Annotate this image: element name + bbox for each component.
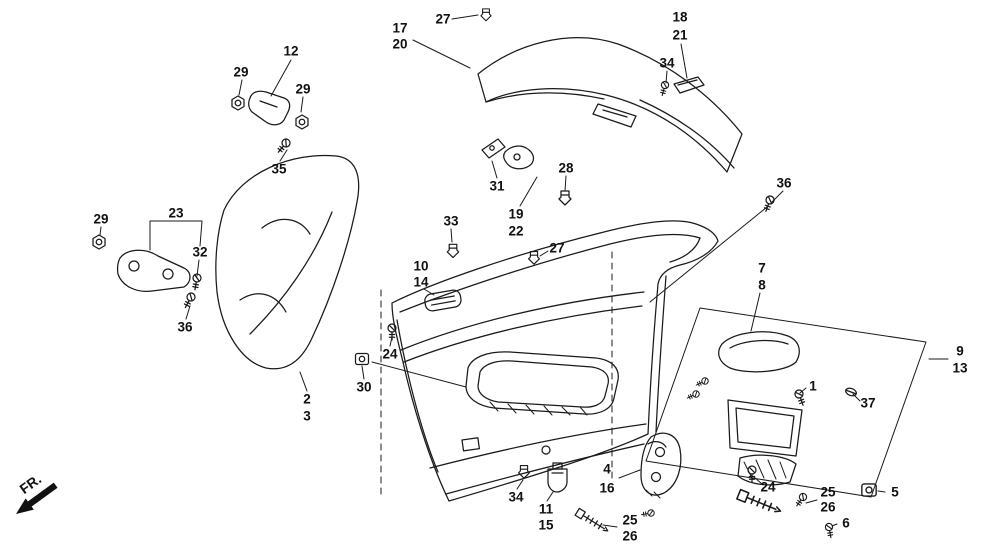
callout-8-label-29: 29 bbox=[295, 81, 311, 97]
callout-23-label-8: 8 bbox=[758, 277, 766, 293]
callout-33-label-4: 4 bbox=[603, 461, 611, 477]
quarter-window-seal-shape bbox=[215, 154, 360, 370]
callout-24-label-36: 36 bbox=[177, 319, 193, 335]
retainer-bracket-shape bbox=[248, 90, 291, 126]
callout-10-label-31: 31 bbox=[489, 178, 505, 194]
callout-34-label-16: 16 bbox=[599, 480, 615, 496]
callout-9-label-35: 35 bbox=[271, 161, 287, 177]
callout-5-label-34: 34 bbox=[659, 55, 675, 71]
callout-15-label-29: 29 bbox=[93, 211, 109, 227]
callout-44-label-6: 6 bbox=[842, 515, 850, 531]
callout-4-label-21: 21 bbox=[672, 27, 688, 43]
callout-0-label-17: 17 bbox=[392, 20, 408, 36]
callout-36-label-11: 11 bbox=[538, 501, 554, 517]
callout-20-label-10: 10 bbox=[413, 258, 429, 274]
callout-39-label-25: 25 bbox=[622, 512, 638, 528]
callout-27-label-9: 9 bbox=[956, 343, 964, 359]
dashed-reference-lines bbox=[380, 251, 613, 499]
lid-shape bbox=[718, 331, 800, 373]
callout-31-label-1: 1 bbox=[809, 378, 817, 394]
clip-37-shape bbox=[845, 387, 857, 397]
callout-1-label-20: 20 bbox=[392, 36, 408, 52]
callout-17-label-32: 32 bbox=[192, 244, 208, 260]
callout-40-label-26: 26 bbox=[622, 528, 638, 544]
callout-6-label-12: 12 bbox=[283, 43, 299, 59]
callout-26-label-30: 30 bbox=[356, 379, 372, 395]
corner-bracket-shape bbox=[640, 432, 682, 499]
pocket-cup-shape bbox=[727, 399, 803, 457]
callout-38-label-24: 24 bbox=[760, 479, 776, 495]
callout-16-label-23: 23 bbox=[168, 205, 184, 221]
callout-42-label-26: 26 bbox=[820, 499, 836, 515]
retainer-11-15-shape bbox=[547, 462, 568, 493]
callout-43-label-5: 5 bbox=[891, 484, 899, 500]
quarter-trim-panel-shape bbox=[391, 220, 719, 502]
callout-3-label-18: 18 bbox=[672, 9, 688, 25]
callout-2-label-27: 27 bbox=[435, 11, 451, 27]
callout-19-label-27: 27 bbox=[549, 240, 565, 256]
callout-30-label-3: 3 bbox=[303, 408, 311, 424]
callout-11-label-28: 28 bbox=[558, 160, 574, 176]
side-bracket-shape bbox=[116, 249, 191, 292]
callout-32-label-37: 37 bbox=[860, 395, 876, 411]
callout-13-label-22: 22 bbox=[508, 223, 524, 239]
hook-bracket-shape bbox=[481, 138, 535, 170]
leader-lines bbox=[99, 14, 949, 528]
callout-28-label-13: 13 bbox=[952, 360, 968, 376]
callout-29-label-2: 2 bbox=[303, 391, 311, 407]
vent-grille-shape bbox=[424, 289, 462, 312]
callout-41-label-25: 25 bbox=[820, 484, 836, 500]
callout-21-label-14: 14 bbox=[413, 274, 429, 290]
callout-22-label-7: 7 bbox=[758, 260, 766, 276]
callout-18-label-33: 33 bbox=[443, 213, 459, 229]
callout-25-label-24: 24 bbox=[382, 346, 398, 362]
callout-7-label-29: 29 bbox=[233, 64, 249, 80]
callout-35-label-34: 34 bbox=[508, 489, 524, 505]
callout-12-label-19: 19 bbox=[508, 206, 524, 222]
garnish-end-piece-shape bbox=[673, 76, 705, 94]
callout-14-label-36: 36 bbox=[776, 175, 792, 191]
pillar-garnish-shape bbox=[477, 37, 743, 173]
side-box-outline bbox=[645, 307, 927, 498]
callout-37-label-15: 15 bbox=[538, 517, 554, 533]
